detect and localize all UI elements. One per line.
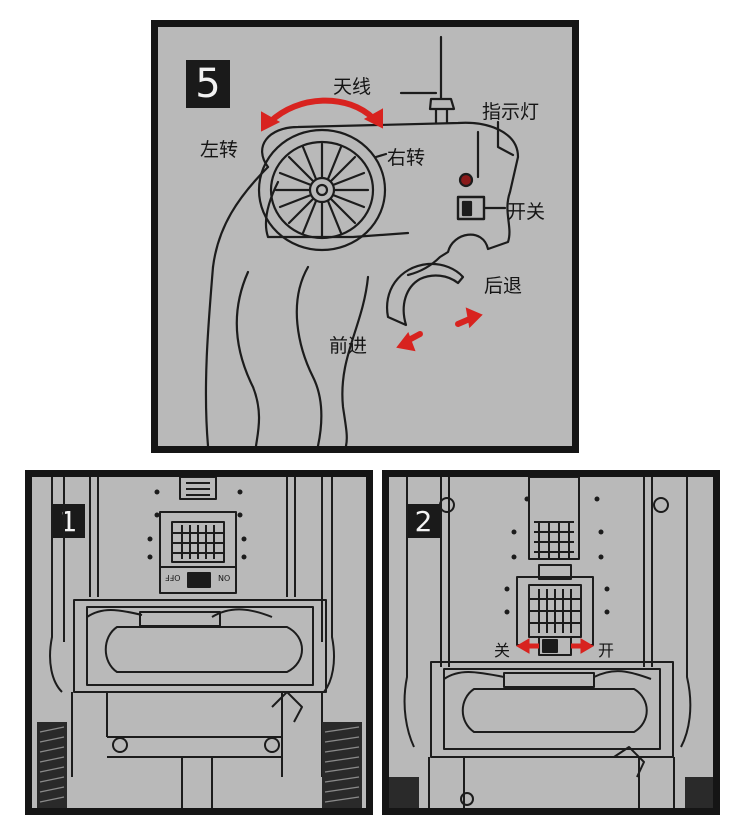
indicator-label: 指示灯 [482, 101, 540, 123]
steering-arrow-icon [261, 97, 383, 132]
switch-off-mark: OFF [165, 573, 181, 582]
tire-icon [37, 722, 362, 808]
transmitter-drawing [204, 35, 520, 446]
switch-on-arrow-icon [571, 638, 594, 654]
forward-label: 前进 [329, 335, 368, 357]
step-number-5: 5 [186, 60, 230, 108]
left-turn-label: 左转 [200, 139, 239, 161]
chassis-drawing-1 [37, 477, 362, 808]
reverse-arrow-icon [455, 307, 483, 329]
battery-icon [104, 626, 303, 673]
antenna-label: 天线 [333, 76, 372, 98]
tire-icon [389, 777, 713, 808]
switch-on-mark: ON [218, 573, 231, 582]
indicator-light-icon [458, 172, 474, 188]
trigger-icon [385, 262, 465, 327]
switch-on-label: 开 [598, 641, 615, 660]
chassis-panel-2: 2 [382, 470, 720, 815]
antenna-icon [428, 35, 456, 125]
steering-wheel-icon [257, 128, 387, 252]
switch-off-arrow-icon [516, 638, 539, 654]
right-turn-label: 右转 [387, 147, 426, 169]
chassis-panel-1: 1 [25, 470, 373, 815]
transmitter-panel: 5 [151, 20, 579, 453]
step-number-2: 2 [407, 504, 440, 538]
reverse-label: 后退 [484, 275, 523, 297]
switch-label: 开关 [507, 201, 546, 223]
chassis-drawing-2 [389, 477, 713, 808]
switch-off-label: 关 [494, 641, 511, 660]
battery-icon [461, 688, 648, 733]
forward-arrow-icon [396, 331, 423, 352]
